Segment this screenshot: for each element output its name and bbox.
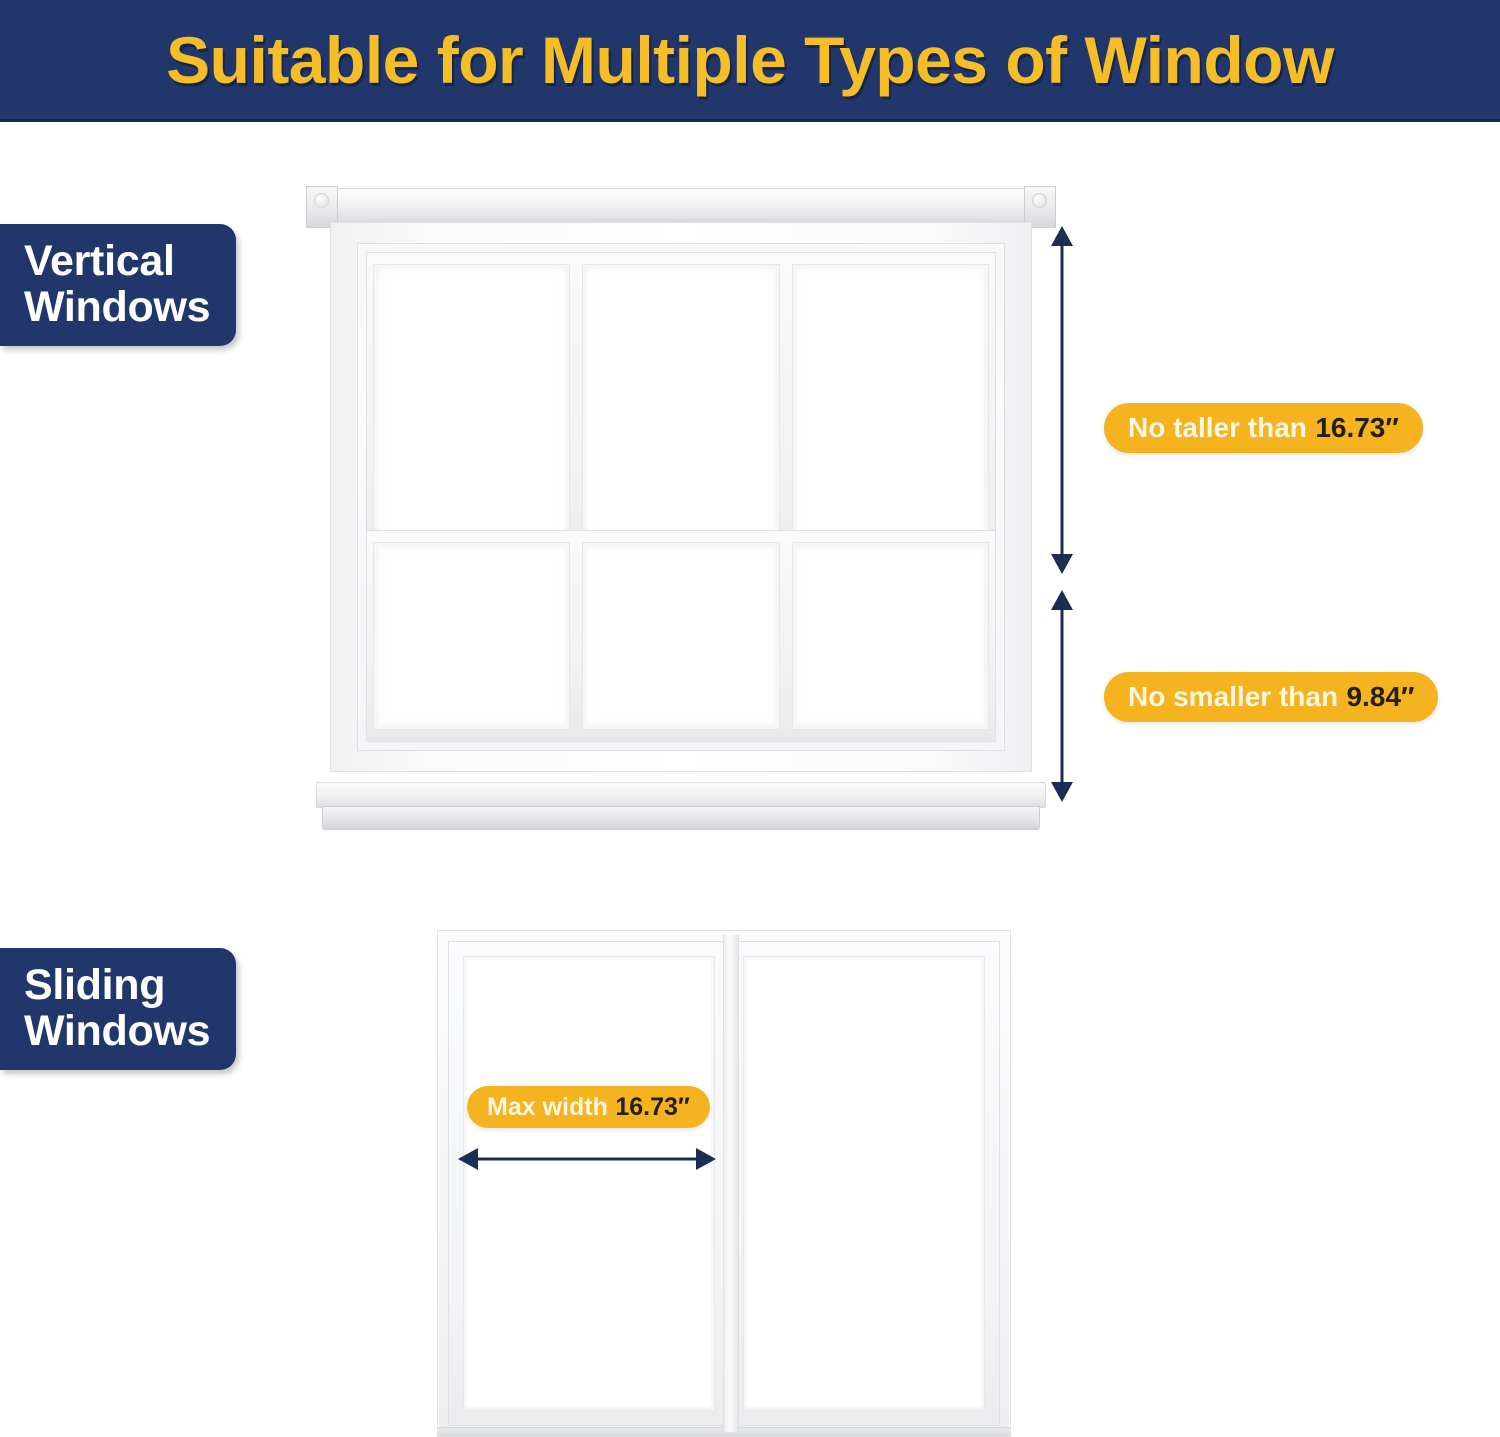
section-label-line-1: Sliding [24, 961, 166, 1009]
sliding-window-illustration [437, 930, 1011, 1437]
corner-rosette-left-icon [306, 186, 338, 228]
lower-sash [366, 530, 996, 742]
sliding-meeting-stile [723, 935, 739, 1432]
badge-no-taller-than: No taller than 16.73″ [1104, 403, 1423, 453]
vertical-window-illustration [306, 186, 1056, 838]
window-master-frame [357, 243, 1005, 751]
sliding-panel-right [728, 941, 1000, 1426]
window-apron [322, 806, 1040, 830]
window-pane [743, 956, 985, 1411]
window-pane [463, 956, 715, 1411]
sliding-panel-left [448, 941, 730, 1426]
arrow-head-down-icon [1051, 554, 1073, 574]
arrow-head-left-icon [458, 1148, 478, 1170]
window-sill [316, 782, 1046, 808]
arrow-shaft [469, 1157, 705, 1161]
arrow-shaft [1060, 236, 1064, 564]
window-jamb-casing [330, 222, 1032, 772]
page-title: Suitable for Multiple Types of Window [166, 22, 1334, 97]
badge-value: 16.73″ [1315, 412, 1399, 443]
window-pane [373, 542, 571, 730]
section-label-vertical-windows: Vertical Windows [0, 224, 237, 346]
badge-value: 9.84″ [1346, 681, 1415, 712]
arrow-head-down-icon [1051, 782, 1073, 802]
badge-label: No taller than [1128, 412, 1307, 443]
section-label-line-1: Vertical [24, 237, 175, 285]
badge-value: 16.73″ [615, 1092, 690, 1121]
sliding-window-frame [437, 930, 1011, 1437]
corner-rosette-right-icon [1024, 186, 1056, 228]
section-label-sliding-windows: Sliding Windows [0, 948, 237, 1070]
height-dimension-arrow-lower [1049, 590, 1075, 802]
arrow-shaft [1060, 600, 1064, 792]
header-banner: Suitable for Multiple Types of Window [0, 0, 1500, 122]
arrow-head-right-icon [696, 1148, 716, 1170]
window-pane [791, 542, 989, 730]
badge-label: No smaller than [1128, 681, 1339, 712]
window-head-casing [328, 188, 1034, 226]
badge-no-smaller-than: No smaller than 9.84″ [1104, 672, 1439, 722]
section-label-line-2: Windows [24, 1007, 211, 1055]
badge-max-width: Max width 16.73″ [467, 1086, 710, 1128]
window-pane [582, 542, 780, 730]
badge-label: Max width [487, 1092, 608, 1121]
section-label-line-2: Windows [24, 283, 211, 331]
width-dimension-arrow [458, 1146, 716, 1172]
height-dimension-arrow-upper [1049, 226, 1075, 574]
